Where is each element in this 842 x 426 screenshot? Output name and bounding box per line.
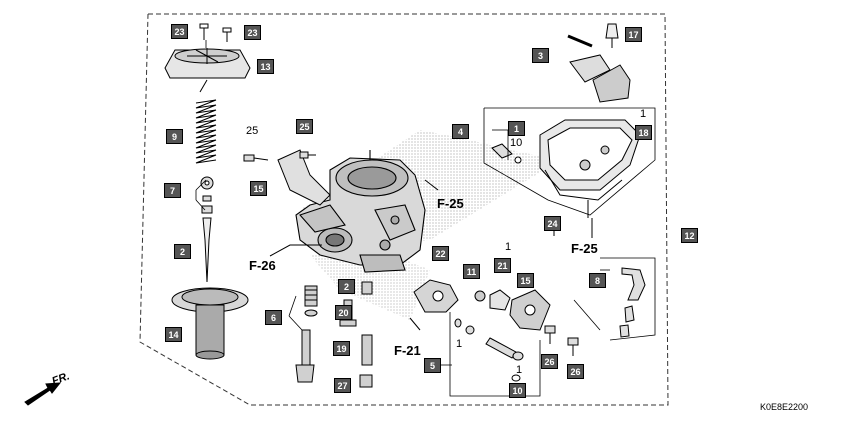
pump-assembly-icon <box>413 279 551 331</box>
callout-25: 25 <box>296 119 313 134</box>
assembly-boundary <box>139 13 669 406</box>
callout-14: 14 <box>165 327 182 342</box>
callout-5: 5 <box>424 358 441 373</box>
callout-13: 13 <box>257 59 274 74</box>
callout-26: 26 <box>541 354 558 369</box>
needle-clip-icon <box>200 176 214 214</box>
spring-icon <box>195 99 217 164</box>
float-icon <box>567 23 631 103</box>
callout-15: 15 <box>250 181 267 196</box>
callout-4: 4 <box>452 124 469 139</box>
callout-27: 27 <box>334 378 351 393</box>
callout-12: 12 <box>681 228 698 243</box>
ref-line <box>269 179 593 331</box>
plain-number: 1 <box>456 338 463 350</box>
callout-8: 8 <box>589 273 606 288</box>
callout-23: 23 <box>244 25 261 40</box>
bracket-icon <box>243 149 331 206</box>
ref-label-f25: F-25 <box>437 196 464 211</box>
hose-box <box>600 257 656 341</box>
screw-icon <box>199 23 232 42</box>
callout-26: 26 <box>567 364 584 379</box>
valve-icon <box>454 318 524 382</box>
callout-23: 23 <box>171 24 188 39</box>
leader-line <box>195 40 610 366</box>
front-arrow-icon <box>24 382 62 406</box>
plain-number: 1 <box>640 108 647 120</box>
callout-1: 1 <box>508 121 525 136</box>
callout-15: 15 <box>517 273 534 288</box>
diagram-code: K0E8E2200 <box>760 402 809 412</box>
jet-icon <box>295 285 318 383</box>
callout-6: 6 <box>265 310 282 325</box>
plain-number: 25 <box>246 125 259 137</box>
callout-3: 3 <box>532 48 549 63</box>
callout-10: 10 <box>509 383 526 398</box>
callout-22: 22 <box>432 246 449 261</box>
callout-21: 21 <box>494 258 511 273</box>
callout-2: 2 <box>338 279 355 294</box>
callout-18: 18 <box>635 125 652 140</box>
jet-needle-icon <box>202 217 212 283</box>
ref-label-f26: F-26 <box>249 258 276 273</box>
diaphragm-cover-icon <box>164 48 251 93</box>
callout-19: 19 <box>333 341 350 356</box>
callout-20: 20 <box>335 305 352 320</box>
carburetor-body-icon <box>295 150 426 273</box>
plain-number: 1 <box>516 364 523 376</box>
float-chamber-box <box>483 107 656 216</box>
vacuum-piston-icon <box>171 287 249 360</box>
callout-24: 24 <box>544 216 561 231</box>
pump-parts-box <box>449 312 541 397</box>
callout-17: 17 <box>625 27 642 42</box>
hose-icon <box>619 267 646 338</box>
ref-label-f21: F-21 <box>394 343 421 358</box>
callout-11: 11 <box>463 264 480 279</box>
callout-2: 2 <box>174 244 191 259</box>
plain-number: 10 <box>510 137 523 149</box>
screw-icon <box>544 325 579 356</box>
plain-number: 1 <box>505 241 512 253</box>
ref-label-f25: F-25 <box>571 241 598 256</box>
float-chamber-icon <box>539 119 641 218</box>
callout-7: 7 <box>164 183 181 198</box>
callout-9: 9 <box>166 129 183 144</box>
